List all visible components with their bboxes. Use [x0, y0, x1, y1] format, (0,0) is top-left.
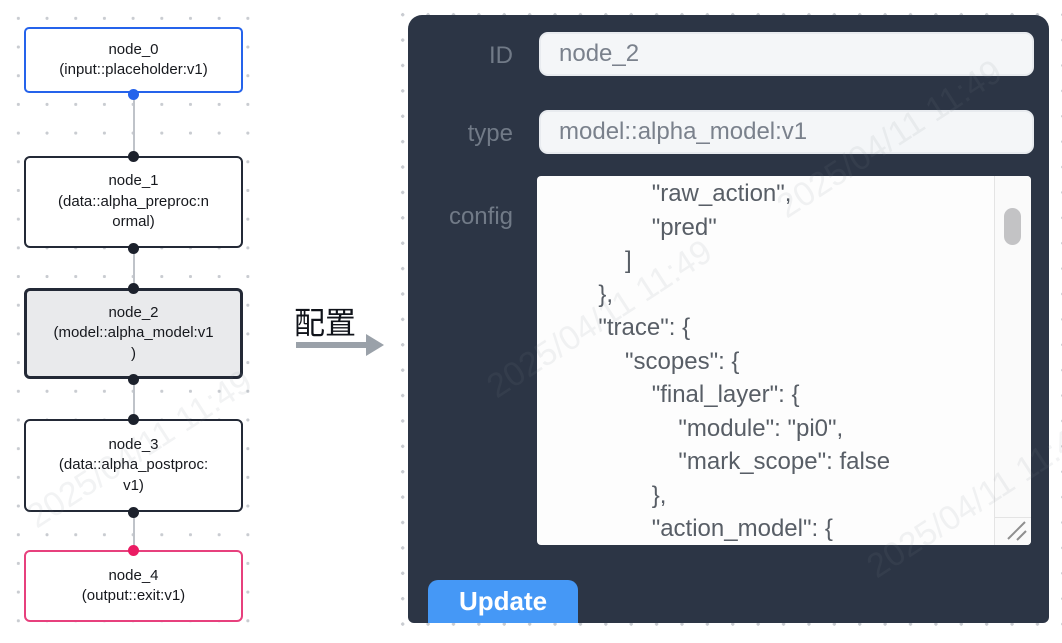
node-title: node_4 [108, 566, 159, 584]
config-scrollbar-thumb[interactable] [1004, 208, 1021, 245]
flow-node-0[interactable]: node_0 (input::placeholder:v1) [24, 27, 243, 93]
node-subtitle: (model::alpha_model:v1 ) [53, 324, 214, 362]
port-node1-out[interactable] [128, 242, 139, 254]
config-field-label: config [448, 203, 513, 230]
id-input[interactable] [539, 32, 1034, 76]
node-title: node_1 [108, 172, 159, 190]
port-node0-out[interactable] [128, 88, 139, 100]
port-node2-in[interactable] [128, 282, 139, 294]
type-field-label: type [467, 120, 513, 147]
update-button[interactable]: Update [428, 580, 578, 623]
edge-node3-node4 [132, 512, 135, 550]
config-textarea[interactable]: "raw_action", "pred" ] }, "trace": { "sc… [537, 176, 1031, 545]
node-subtitle: (output::exit:v1) [81, 587, 186, 604]
edge-node0-node1 [132, 94, 135, 156]
config-scrollbar[interactable] [994, 176, 1031, 517]
resize-grip-icon [1007, 521, 1027, 541]
port-node3-in[interactable] [128, 413, 139, 425]
edge-node1-node2 [132, 248, 135, 288]
port-node2-out[interactable] [128, 373, 139, 385]
type-input[interactable] [539, 110, 1034, 154]
port-node3-out[interactable] [128, 506, 139, 518]
node-config-panel: ID type config "raw_action", "pred" ] },… [408, 15, 1049, 623]
edge-node2-node3 [132, 379, 135, 419]
flow-node-2-selected[interactable]: node_2 (model::alpha_model:v1 ) [24, 288, 243, 379]
flow-node-1[interactable]: node_1 (data::alpha_preproc:n ormal) [24, 156, 243, 248]
port-node4-in[interactable] [128, 544, 139, 556]
textarea-resize-handle[interactable] [994, 517, 1031, 545]
node-subtitle: (input::placeholder:v1) [59, 61, 208, 78]
node-subtitle: (data::alpha_postproc: v1) [58, 456, 209, 494]
config-json-text: "raw_action", "pred" ] }, "trace": { "sc… [598, 180, 891, 542]
flow-node-3[interactable]: node_3 (data::alpha_postproc: v1) [24, 419, 243, 512]
id-field-label: ID [489, 42, 513, 69]
node-subtitle: (data::alpha_preproc:n ormal) [58, 192, 209, 231]
flow-node-4[interactable]: node_4 (output::exit:v1) [24, 550, 243, 622]
configure-label: 配置 [294, 306, 356, 341]
configure-arrow-head [366, 334, 384, 356]
configure-arrow [296, 342, 368, 348]
port-node1-in[interactable] [128, 150, 139, 162]
node-title: node_3 [108, 435, 159, 453]
node-title: node_2 [108, 303, 159, 321]
node-title: node_0 [108, 40, 159, 58]
